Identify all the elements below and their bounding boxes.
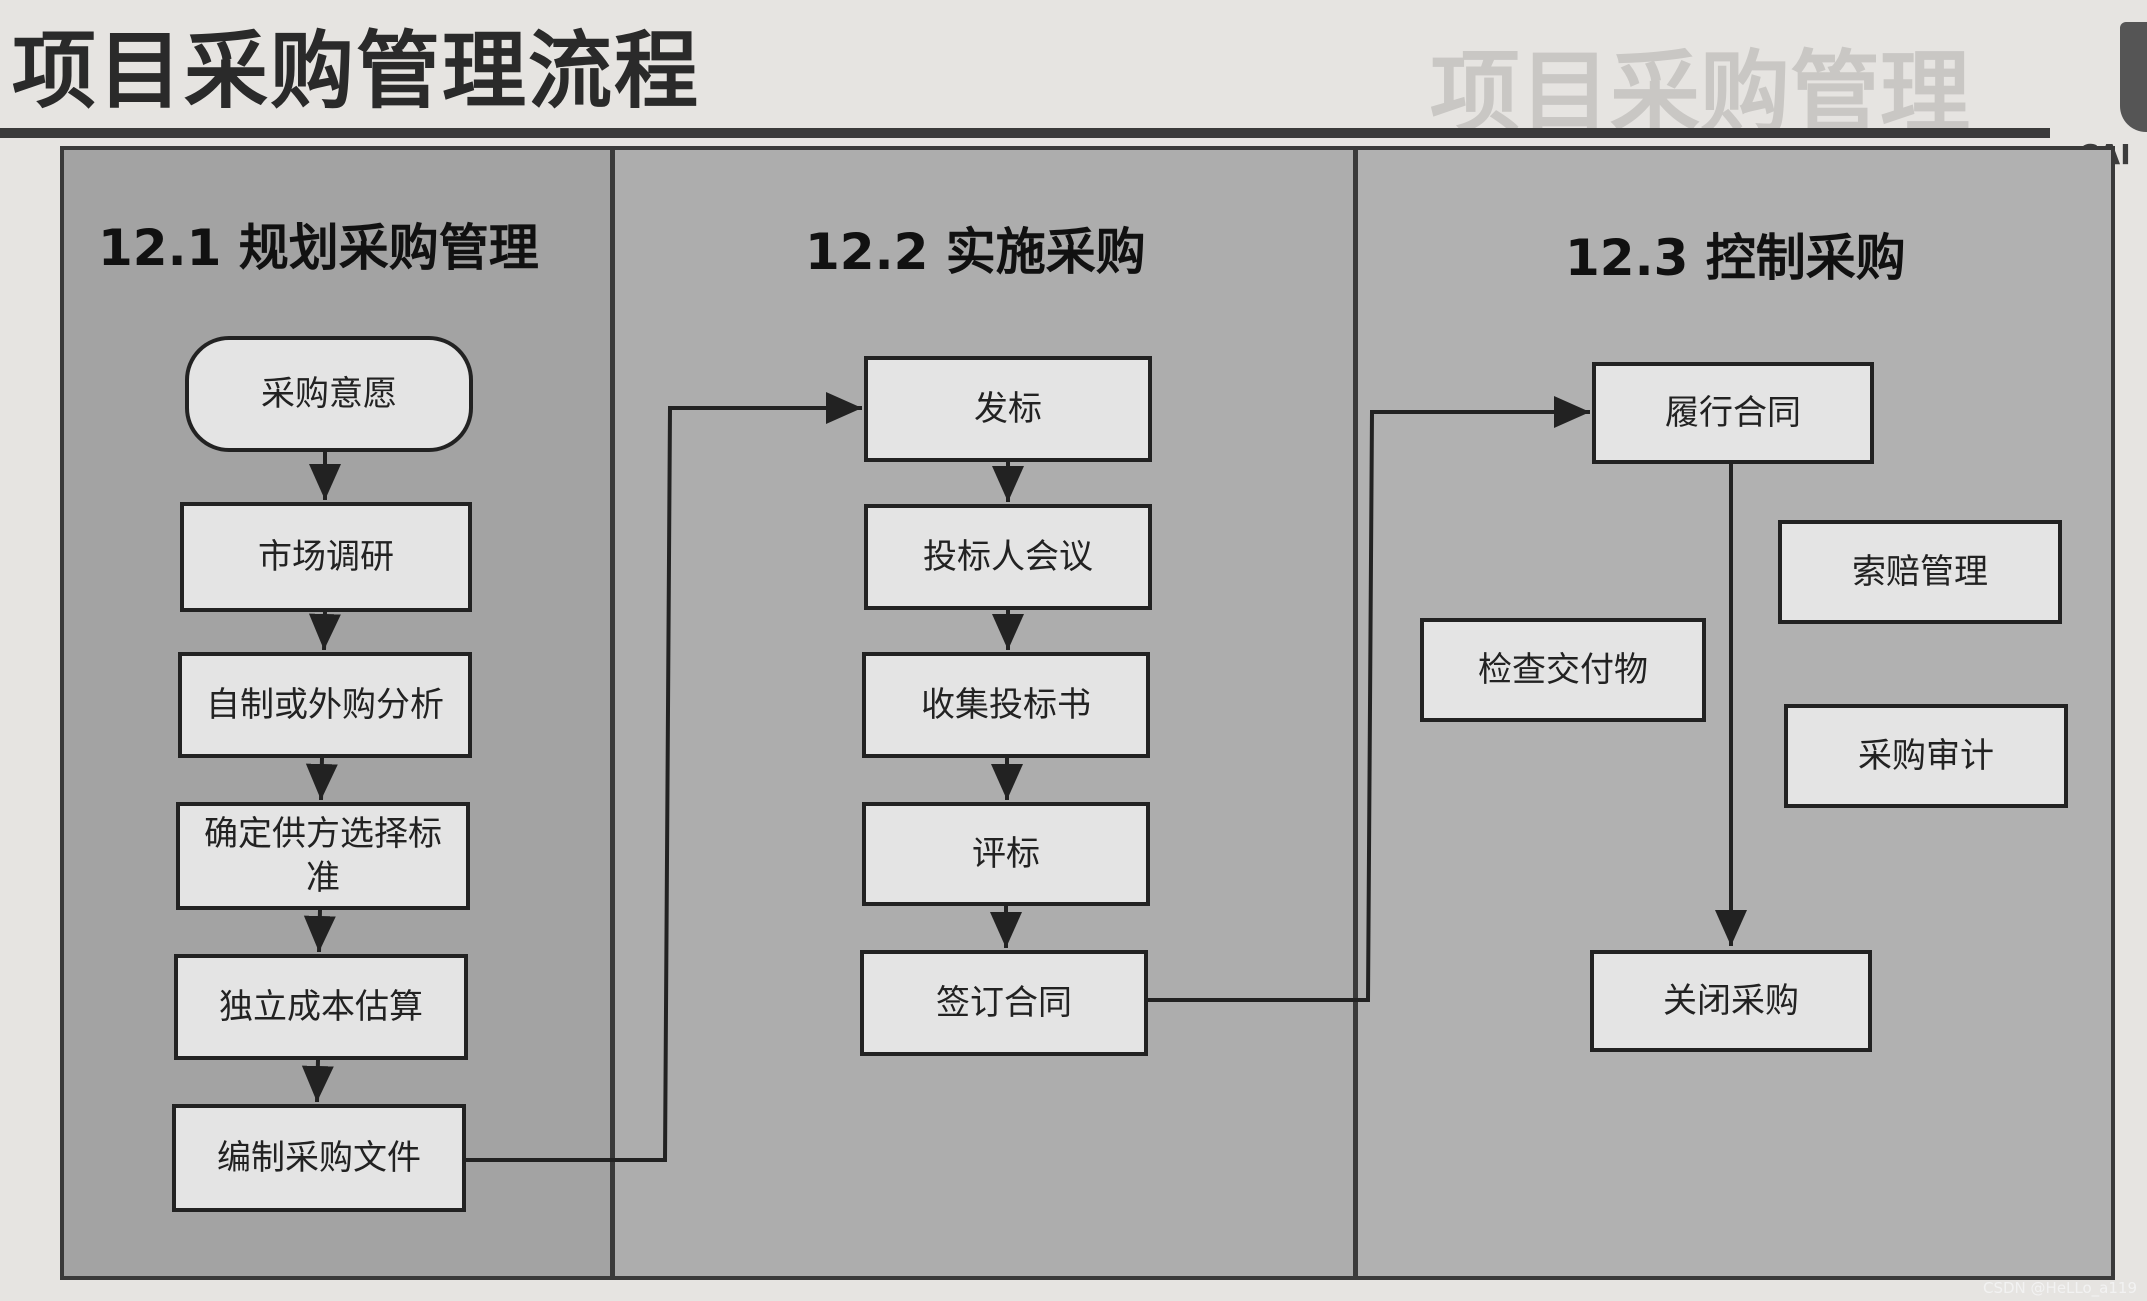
column-heading-plan: 12.1 规划采购管理 — [98, 219, 539, 277]
control-perform-contract-label: 履行合同 — [1665, 393, 1801, 433]
conduct-collect-bids-box: 收集投标书 — [862, 652, 1150, 758]
control-claims-box: 索赔管理 — [1778, 520, 2062, 624]
control-close-procurement-box: 关闭采购 — [1590, 950, 1872, 1052]
conduct-sign-contract-label: 签订合同 — [936, 983, 1072, 1023]
plan-procurement-docs-box: 编制采购文件 — [172, 1104, 466, 1212]
conduct-bidder-meeting-box: 投标人会议 — [864, 504, 1152, 610]
column-heading-control: 12.3 控制采购 — [1565, 229, 1906, 287]
conduct-bidder-meeting-label: 投标人会议 — [923, 537, 1093, 577]
conduct-tender-box: 发标 — [864, 356, 1152, 462]
plan-market-research-box: 市场调研 — [180, 502, 472, 612]
conduct-collect-bids-label: 收集投标书 — [921, 685, 1091, 725]
arrow-docs-to-tender — [465, 392, 862, 1162]
plan-intent-box: 采购意愿 — [185, 336, 473, 452]
logo-emblem — [2120, 22, 2147, 132]
plan-make-or-buy-label: 自制或外购分析 — [206, 685, 444, 725]
column-divider-1 — [610, 146, 615, 1280]
control-audit-label: 采购审计 — [1858, 736, 1994, 776]
plan-cost-estimate-box: 独立成本估算 — [174, 954, 468, 1060]
control-perform-contract-box: 履行合同 — [1592, 362, 1874, 464]
control-inspect-deliverables-label: 检查交付物 — [1478, 650, 1648, 690]
control-audit-box: 采购审计 — [1784, 704, 2068, 808]
control-close-procurement-label: 关闭采购 — [1663, 981, 1799, 1021]
plan-market-research-label: 市场调研 — [258, 537, 394, 577]
column-heading-conduct: 12.2 实施采购 — [805, 223, 1146, 281]
plan-intent-label: 采购意愿 — [261, 374, 397, 414]
control-claims-label: 索赔管理 — [1852, 552, 1988, 592]
conduct-tender-label: 发标 — [974, 389, 1042, 429]
plan-make-or-buy-box: 自制或外购分析 — [178, 652, 472, 758]
watermark: CSDN @HeLLo_a119 — [1983, 1279, 2137, 1297]
arrow-market-to-makebuy — [308, 611, 341, 651]
title-divider — [0, 128, 2050, 138]
control-inspect-deliverables-box: 检查交付物 — [1420, 618, 1706, 722]
page-title: 项目采购管理流程 — [12, 22, 701, 120]
plan-selection-criteria-box: 确定供方选择标准 — [176, 802, 470, 910]
plan-procurement-docs-label: 编制采购文件 — [217, 1138, 421, 1178]
arrow-sign-to-perform — [1148, 396, 1590, 1002]
arrow-criteria-to-estimate — [303, 909, 336, 953]
arrow-estimate-to-docs — [301, 1059, 334, 1103]
column-divider-2 — [1353, 146, 1358, 1280]
conduct-evaluate-label: 评标 — [972, 834, 1040, 874]
plan-selection-criteria-label: 确定供方选择标准 — [204, 814, 442, 898]
conduct-evaluate-box: 评标 — [862, 802, 1150, 906]
conduct-sign-contract-box: 签订合同 — [860, 950, 1148, 1056]
arrow-makebuy-to-criteria — [305, 757, 338, 801]
plan-cost-estimate-label: 独立成本估算 — [219, 987, 423, 1027]
